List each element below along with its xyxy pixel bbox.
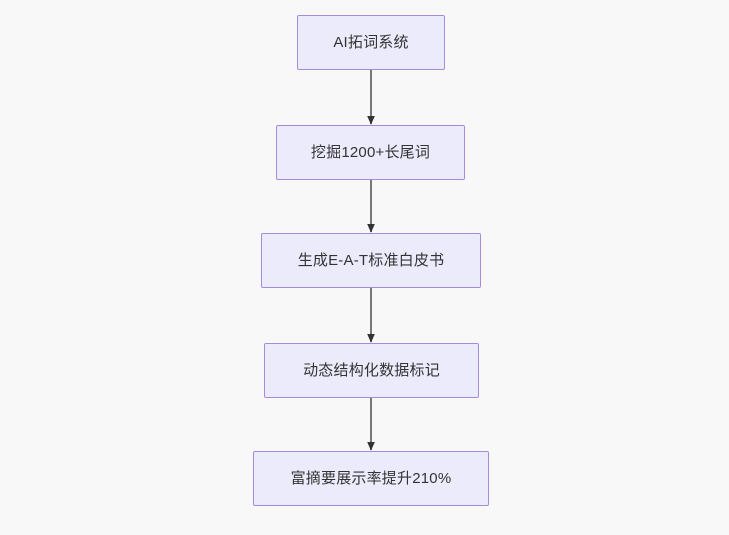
flow-node-rich-snippet-impression-uplift[interactable]: 富摘要展示率提升210% [253, 451, 489, 506]
flow-node-mine-longtail-keywords[interactable]: 挖掘1200+长尾词 [276, 125, 465, 180]
flow-node-generate-eat-whitepaper[interactable]: 生成E-A-T标准白皮书 [261, 233, 481, 288]
flow-node-label: 富摘要展示率提升210% [290, 469, 452, 487]
flow-node-ai-keyword-system[interactable]: AI拓词系统 [297, 15, 445, 70]
flow-node-dynamic-structured-data-markup[interactable]: 动态结构化数据标记 [264, 343, 479, 398]
flow-node-label: 动态结构化数据标记 [303, 361, 440, 379]
flow-node-label: AI拓词系统 [333, 33, 409, 51]
flow-node-label: 挖掘1200+长尾词 [310, 143, 431, 161]
flow-node-label: 生成E-A-T标准白皮书 [297, 251, 445, 269]
